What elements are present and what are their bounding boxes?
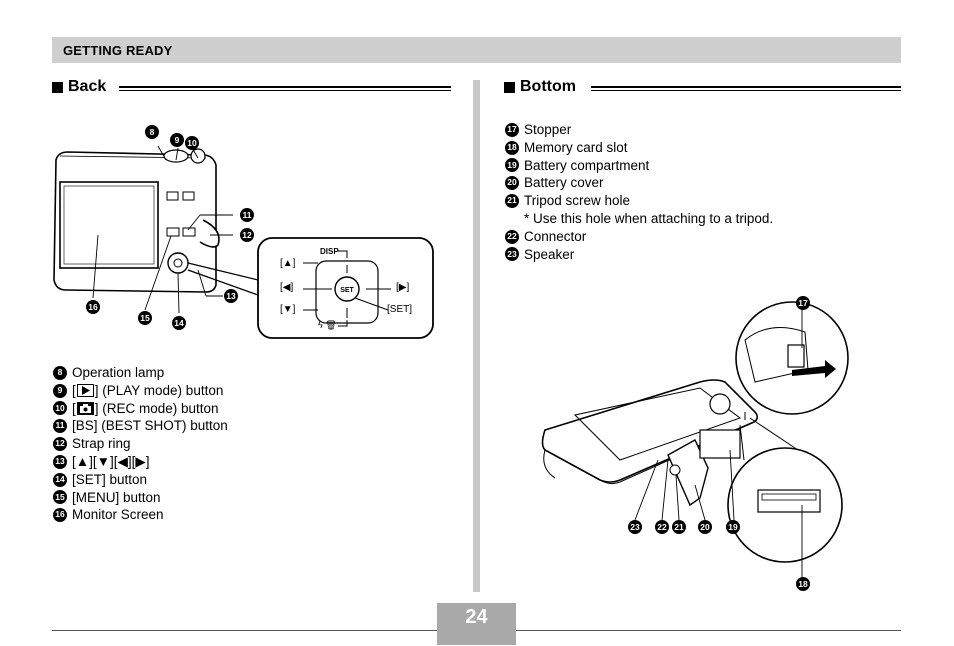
square-bullet-icon bbox=[52, 81, 63, 93]
callout-11: 11 bbox=[240, 208, 254, 222]
callout-20: 20 bbox=[698, 520, 712, 534]
back-section-title: Back bbox=[52, 78, 106, 96]
callout-21: 21 bbox=[672, 520, 686, 534]
callout-12: 12 bbox=[240, 228, 254, 242]
list-item: 10[] (REC mode) button bbox=[53, 400, 228, 418]
callout-23: 23 bbox=[628, 520, 642, 534]
bottom-section-title: Bottom bbox=[504, 78, 576, 96]
dpad-flash-delete-label: ϟ 🗑 bbox=[318, 320, 337, 330]
list-item: 15[MENU] button bbox=[53, 489, 228, 507]
section-header-title: GETTING READY bbox=[63, 43, 173, 58]
callout-14: 14 bbox=[172, 316, 186, 330]
play-icon bbox=[76, 384, 94, 398]
callout-22: 22 bbox=[655, 520, 669, 534]
callout-8: 8 bbox=[145, 125, 159, 139]
callout-19: 19 bbox=[726, 520, 740, 534]
callout-18: 18 bbox=[796, 577, 810, 591]
camera-back-figure: SET bbox=[53, 145, 434, 339]
bottom-title-rule bbox=[591, 86, 901, 91]
list-item: 9[] (PLAY mode) button bbox=[53, 382, 228, 400]
svg-text:SET: SET bbox=[340, 287, 354, 294]
list-item: 11[BS] (BEST SHOT) button bbox=[53, 417, 228, 435]
page-number-box: 24 bbox=[437, 603, 516, 645]
callout-13: 13 bbox=[224, 289, 238, 303]
back-title-rule bbox=[119, 86, 451, 91]
back-title-text: Back bbox=[68, 78, 107, 95]
column-divider bbox=[473, 80, 480, 592]
dpad-down-label: [▼] bbox=[280, 304, 296, 315]
dpad-left-label: [◀] bbox=[280, 282, 294, 293]
page-number: 24 bbox=[465, 606, 488, 628]
square-bullet-icon bbox=[504, 81, 515, 93]
tripod-note: * Use this hole when attaching to a trip… bbox=[524, 210, 774, 226]
list-item: 13[▲][▼][◀][▶] bbox=[53, 453, 228, 471]
dpad-set-label: [SET] bbox=[387, 304, 413, 315]
dpad-up-label: [▲] bbox=[280, 258, 296, 269]
section-header-bar: GETTING READY bbox=[52, 37, 901, 63]
callout-9: 9 bbox=[170, 133, 184, 147]
dpad-right-label: [▶] bbox=[396, 282, 410, 293]
callout-15: 15 bbox=[138, 311, 152, 325]
list-item: 14[SET] button bbox=[53, 471, 228, 489]
callout-10: 10 bbox=[185, 136, 199, 150]
callout-16: 16 bbox=[86, 300, 100, 314]
bottom-title-text: Bottom bbox=[520, 78, 576, 95]
callout-17: 17 bbox=[796, 296, 810, 310]
camera-bottom-figure bbox=[541, 300, 849, 580]
camera-icon bbox=[76, 401, 94, 415]
dpad-disp-label: DISP bbox=[320, 247, 339, 256]
